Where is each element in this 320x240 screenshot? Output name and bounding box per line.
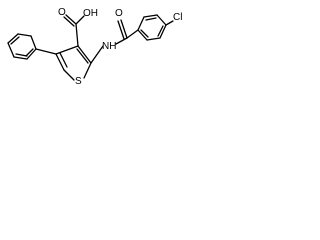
bond xyxy=(55,45,79,55)
bond xyxy=(75,23,79,47)
amide-oxygen-label: O xyxy=(115,8,123,19)
molecule-drawing: O OH O NH Cl S xyxy=(7,7,182,87)
phenyl-ring xyxy=(7,33,37,60)
bond xyxy=(26,48,37,60)
bond xyxy=(30,35,37,50)
structure-diagram: O OH O NH Cl S xyxy=(0,0,194,88)
sulfur-label: S xyxy=(75,76,82,87)
bond xyxy=(7,33,19,44)
double-bond xyxy=(25,48,34,57)
double-bond xyxy=(120,19,128,39)
bond xyxy=(90,45,104,64)
bond xyxy=(35,48,57,55)
chlorine-label: Cl xyxy=(173,12,182,23)
double-bond xyxy=(10,36,20,45)
double-bond xyxy=(76,48,89,64)
carboxyl-group xyxy=(63,14,85,47)
thiophene-ring xyxy=(55,45,92,81)
bond xyxy=(137,29,148,41)
bond xyxy=(83,62,92,79)
double-bond xyxy=(59,52,68,68)
bond xyxy=(77,45,92,64)
bond xyxy=(143,14,158,18)
double-bond xyxy=(15,53,28,57)
bond xyxy=(146,37,161,41)
carboxyl-oxygen-label: O xyxy=(58,7,66,18)
amide-nitrogen-label: NH xyxy=(102,41,116,52)
double-bond xyxy=(65,14,77,25)
chlorophenyl-ring xyxy=(137,14,174,41)
bond xyxy=(17,33,32,37)
bond xyxy=(126,29,139,39)
bond xyxy=(7,42,15,58)
bond xyxy=(75,15,85,25)
double-bond xyxy=(63,16,75,27)
carboxyl-hydroxyl-label: OH xyxy=(83,8,98,19)
bond xyxy=(159,24,167,39)
bond xyxy=(137,16,145,31)
double-bond xyxy=(140,29,149,38)
amide-group xyxy=(90,19,139,64)
bond xyxy=(165,20,174,26)
double-bond xyxy=(157,25,164,37)
bond xyxy=(13,56,28,60)
double-bond xyxy=(117,20,125,40)
bond xyxy=(63,69,75,81)
double-bond xyxy=(145,17,157,21)
bond xyxy=(115,37,128,45)
bond xyxy=(55,53,65,71)
bond xyxy=(156,14,167,26)
